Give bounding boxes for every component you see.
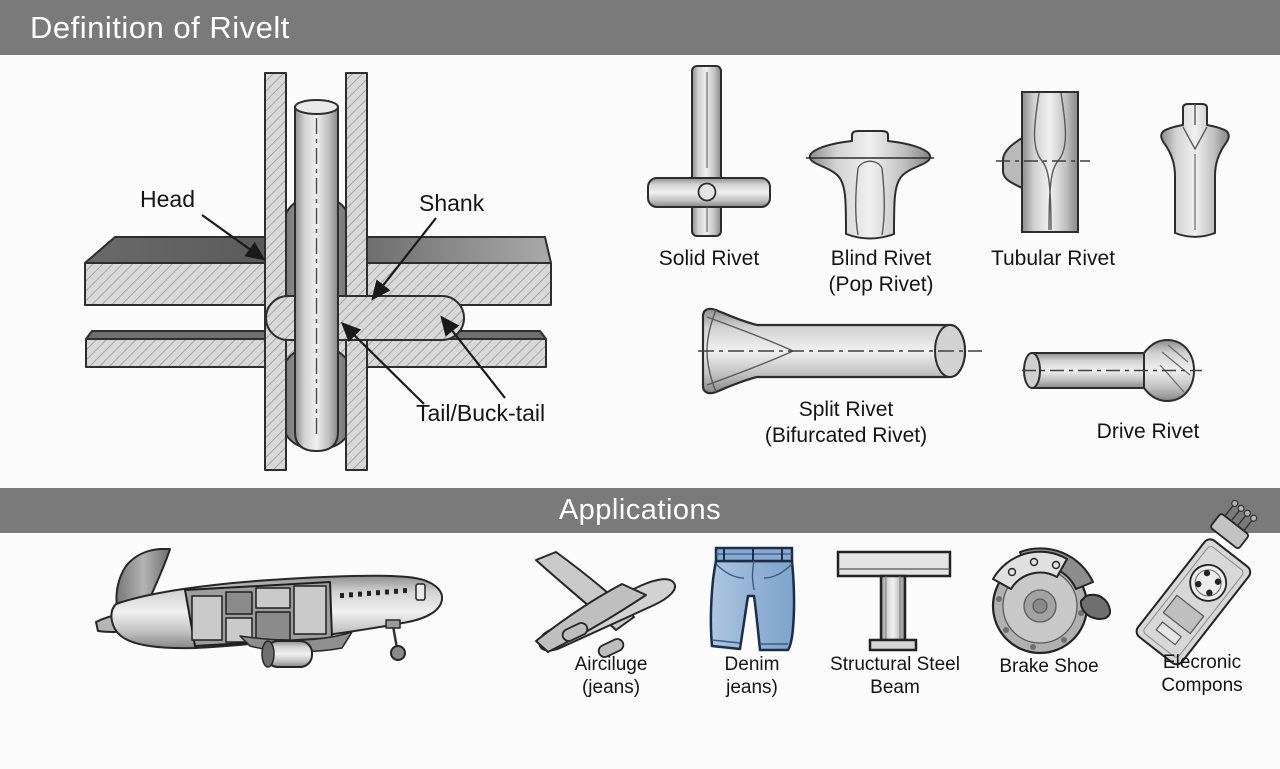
rivet-joint-diagram xyxy=(84,72,552,471)
airplane-windows xyxy=(340,588,407,598)
tail-label: Tail/Buck-tail xyxy=(416,400,546,426)
semi-tubular-rivet-icon xyxy=(1160,103,1230,238)
steel-beam-icon xyxy=(836,550,952,652)
solid-rivet-label: Solid Rivet xyxy=(658,247,760,270)
airplane-icon xyxy=(535,551,676,658)
shank-label: Shank xyxy=(419,190,485,216)
shank-arrow xyxy=(371,217,437,301)
brake-shoe-app-label: Brake Shoe xyxy=(999,656,1099,677)
steel-beam-app-label: Structural Steel Beam xyxy=(830,654,960,699)
applications-title: Applications xyxy=(558,494,722,526)
jeans-icon xyxy=(709,546,796,652)
drive-rivet-label: Drive Rivet xyxy=(1096,420,1200,443)
blind-rivet-label: Blind Rivet (Pop Rivet) xyxy=(828,247,934,296)
component-pins xyxy=(1224,505,1253,532)
electronics-icon xyxy=(1135,499,1258,666)
airplane-cutaway-icon xyxy=(95,548,444,668)
tail-arrow-left xyxy=(340,321,425,405)
head-label: Head xyxy=(140,186,195,212)
tubular-rivet-label: Tubular Rivet xyxy=(990,247,1116,270)
head-arrow xyxy=(201,214,266,261)
blind-rivet-icon xyxy=(806,130,934,240)
drive-rivet-icon xyxy=(1022,338,1202,403)
applications-header-bar: Applications xyxy=(0,488,1280,533)
tail-arrow-right xyxy=(440,315,506,399)
tubular-rivet-icon xyxy=(996,91,1090,233)
definition-header-bar: Definition of Rivelt xyxy=(0,0,1280,55)
denim-app-label: Denim jeans) xyxy=(724,654,780,699)
electronics-app-label: Elecronic Compons xyxy=(1161,652,1243,697)
split-rivet-icon xyxy=(698,307,982,395)
solid-rivet-icon xyxy=(647,65,771,237)
page-title: Definition of Rivelt xyxy=(30,10,290,45)
brake-shoe-icon xyxy=(991,547,1112,655)
split-rivet-label: Split Rivet (Bifurcated Rivet) xyxy=(764,398,928,447)
aircraft-app-label: Airciluge (jeans) xyxy=(574,654,648,699)
